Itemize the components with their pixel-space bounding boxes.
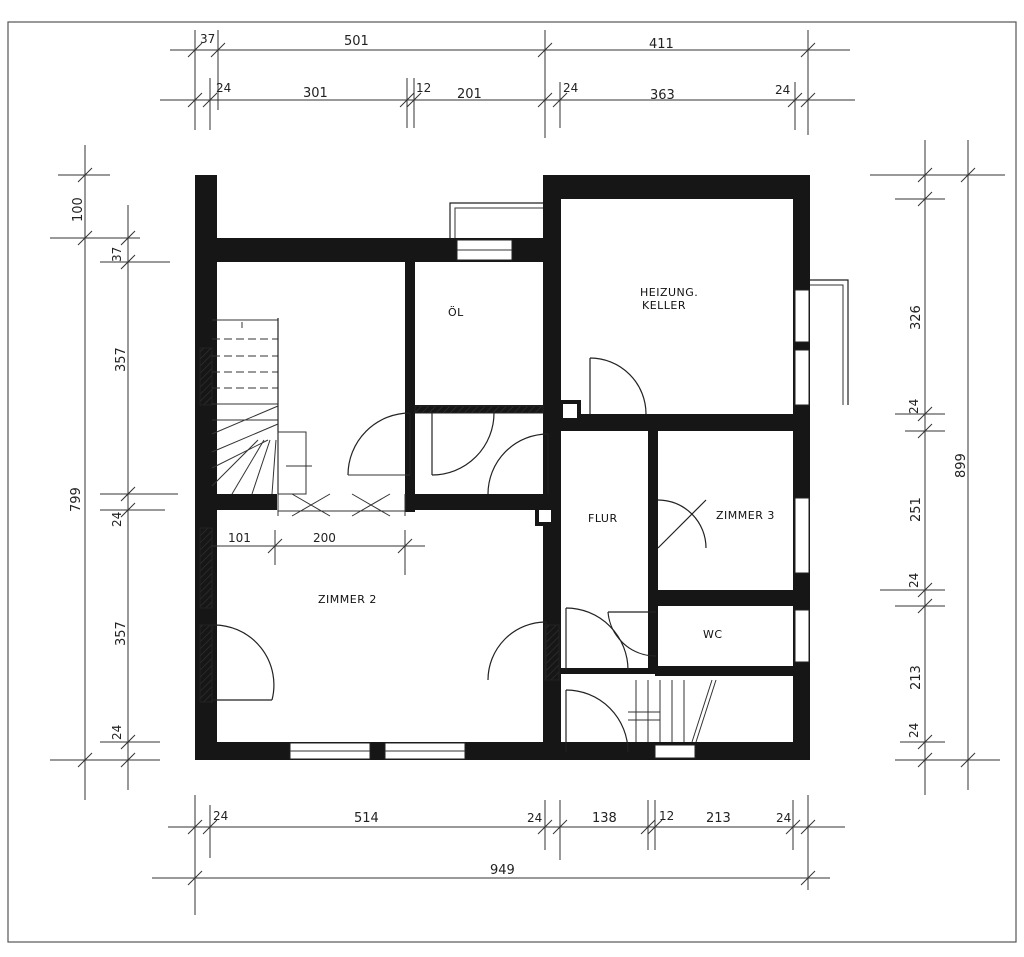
dim-right-24c: 24 [907, 723, 921, 738]
room-label-wc: WC [703, 628, 723, 641]
dim-left-100: 100 [71, 197, 86, 222]
dim-top-24b: 24 [563, 81, 578, 95]
room-label-flur: FLUR [588, 512, 618, 525]
dimensions-bottom: 24 514 24 138 12 213 24 949 [152, 795, 845, 915]
dim-top-24a: 24 [216, 81, 231, 95]
windows [289, 202, 849, 760]
dim-top-201: 201 [457, 87, 482, 102]
room-label-keller: KELLER [642, 299, 686, 312]
dim-left-37: 37 [110, 247, 124, 262]
room-labels: ÖL HEIZUNG. KELLER FLUR ZIMMER 3 ZIMMER … [318, 286, 775, 641]
dim-inner-200: 200 [313, 531, 336, 545]
dim-top-12: 12 [416, 81, 431, 95]
dim-left-357b: 357 [114, 621, 129, 646]
dim-top-411: 411 [649, 37, 674, 52]
dimensions-right: 326 24 251 899 24 213 24 [870, 140, 1005, 795]
sheet-frame [7, 21, 1017, 943]
dim-inner-101: 101 [228, 531, 251, 545]
dim-right-899: 899 [954, 453, 969, 478]
walls [195, 175, 810, 760]
room-label-heizung: HEIZUNG. [640, 286, 698, 299]
dim-bottom-24b: 24 [527, 811, 542, 825]
dim-left-24a: 24 [110, 512, 124, 527]
dimensions-left: 100 799 37 357 24 357 24 [50, 145, 178, 800]
dim-top-37: 37 [200, 32, 215, 46]
dim-bottom-213: 213 [706, 811, 731, 826]
room-label-oel: ÖL [448, 306, 464, 319]
dim-right-213: 213 [909, 665, 924, 690]
dim-right-24a: 24 [907, 399, 921, 414]
dim-left-357a: 357 [114, 347, 129, 372]
staircase [211, 318, 717, 743]
dim-bottom-514: 514 [354, 811, 379, 826]
dim-bottom-24a: 24 [213, 809, 228, 823]
dim-top-501: 501 [344, 34, 369, 49]
dim-left-799: 799 [69, 487, 84, 512]
dim-top-24c: 24 [775, 83, 790, 97]
room-label-zimmer3: ZIMMER 3 [716, 509, 775, 522]
doors [211, 357, 707, 753]
dimensions-top: 37 501 411 24 301 12 201 24 363 24 [160, 30, 855, 138]
hatched-elements [199, 347, 560, 703]
dim-bottom-949: 949 [490, 863, 515, 878]
dim-left-24b: 24 [110, 725, 124, 740]
dim-right-326: 326 [909, 305, 924, 330]
dimensions-inner: 101 200 [212, 530, 425, 575]
dim-top-301: 301 [303, 86, 328, 101]
room-label-zimmer2: ZIMMER 2 [318, 593, 377, 606]
dim-top-363: 363 [650, 88, 675, 103]
dim-right-24b: 24 [907, 573, 921, 588]
pillars [535, 400, 581, 526]
dim-bottom-24c: 24 [776, 811, 791, 825]
dim-bottom-138: 138 [592, 811, 617, 826]
dim-right-251: 251 [909, 497, 924, 522]
dim-bottom-12: 12 [659, 809, 674, 823]
